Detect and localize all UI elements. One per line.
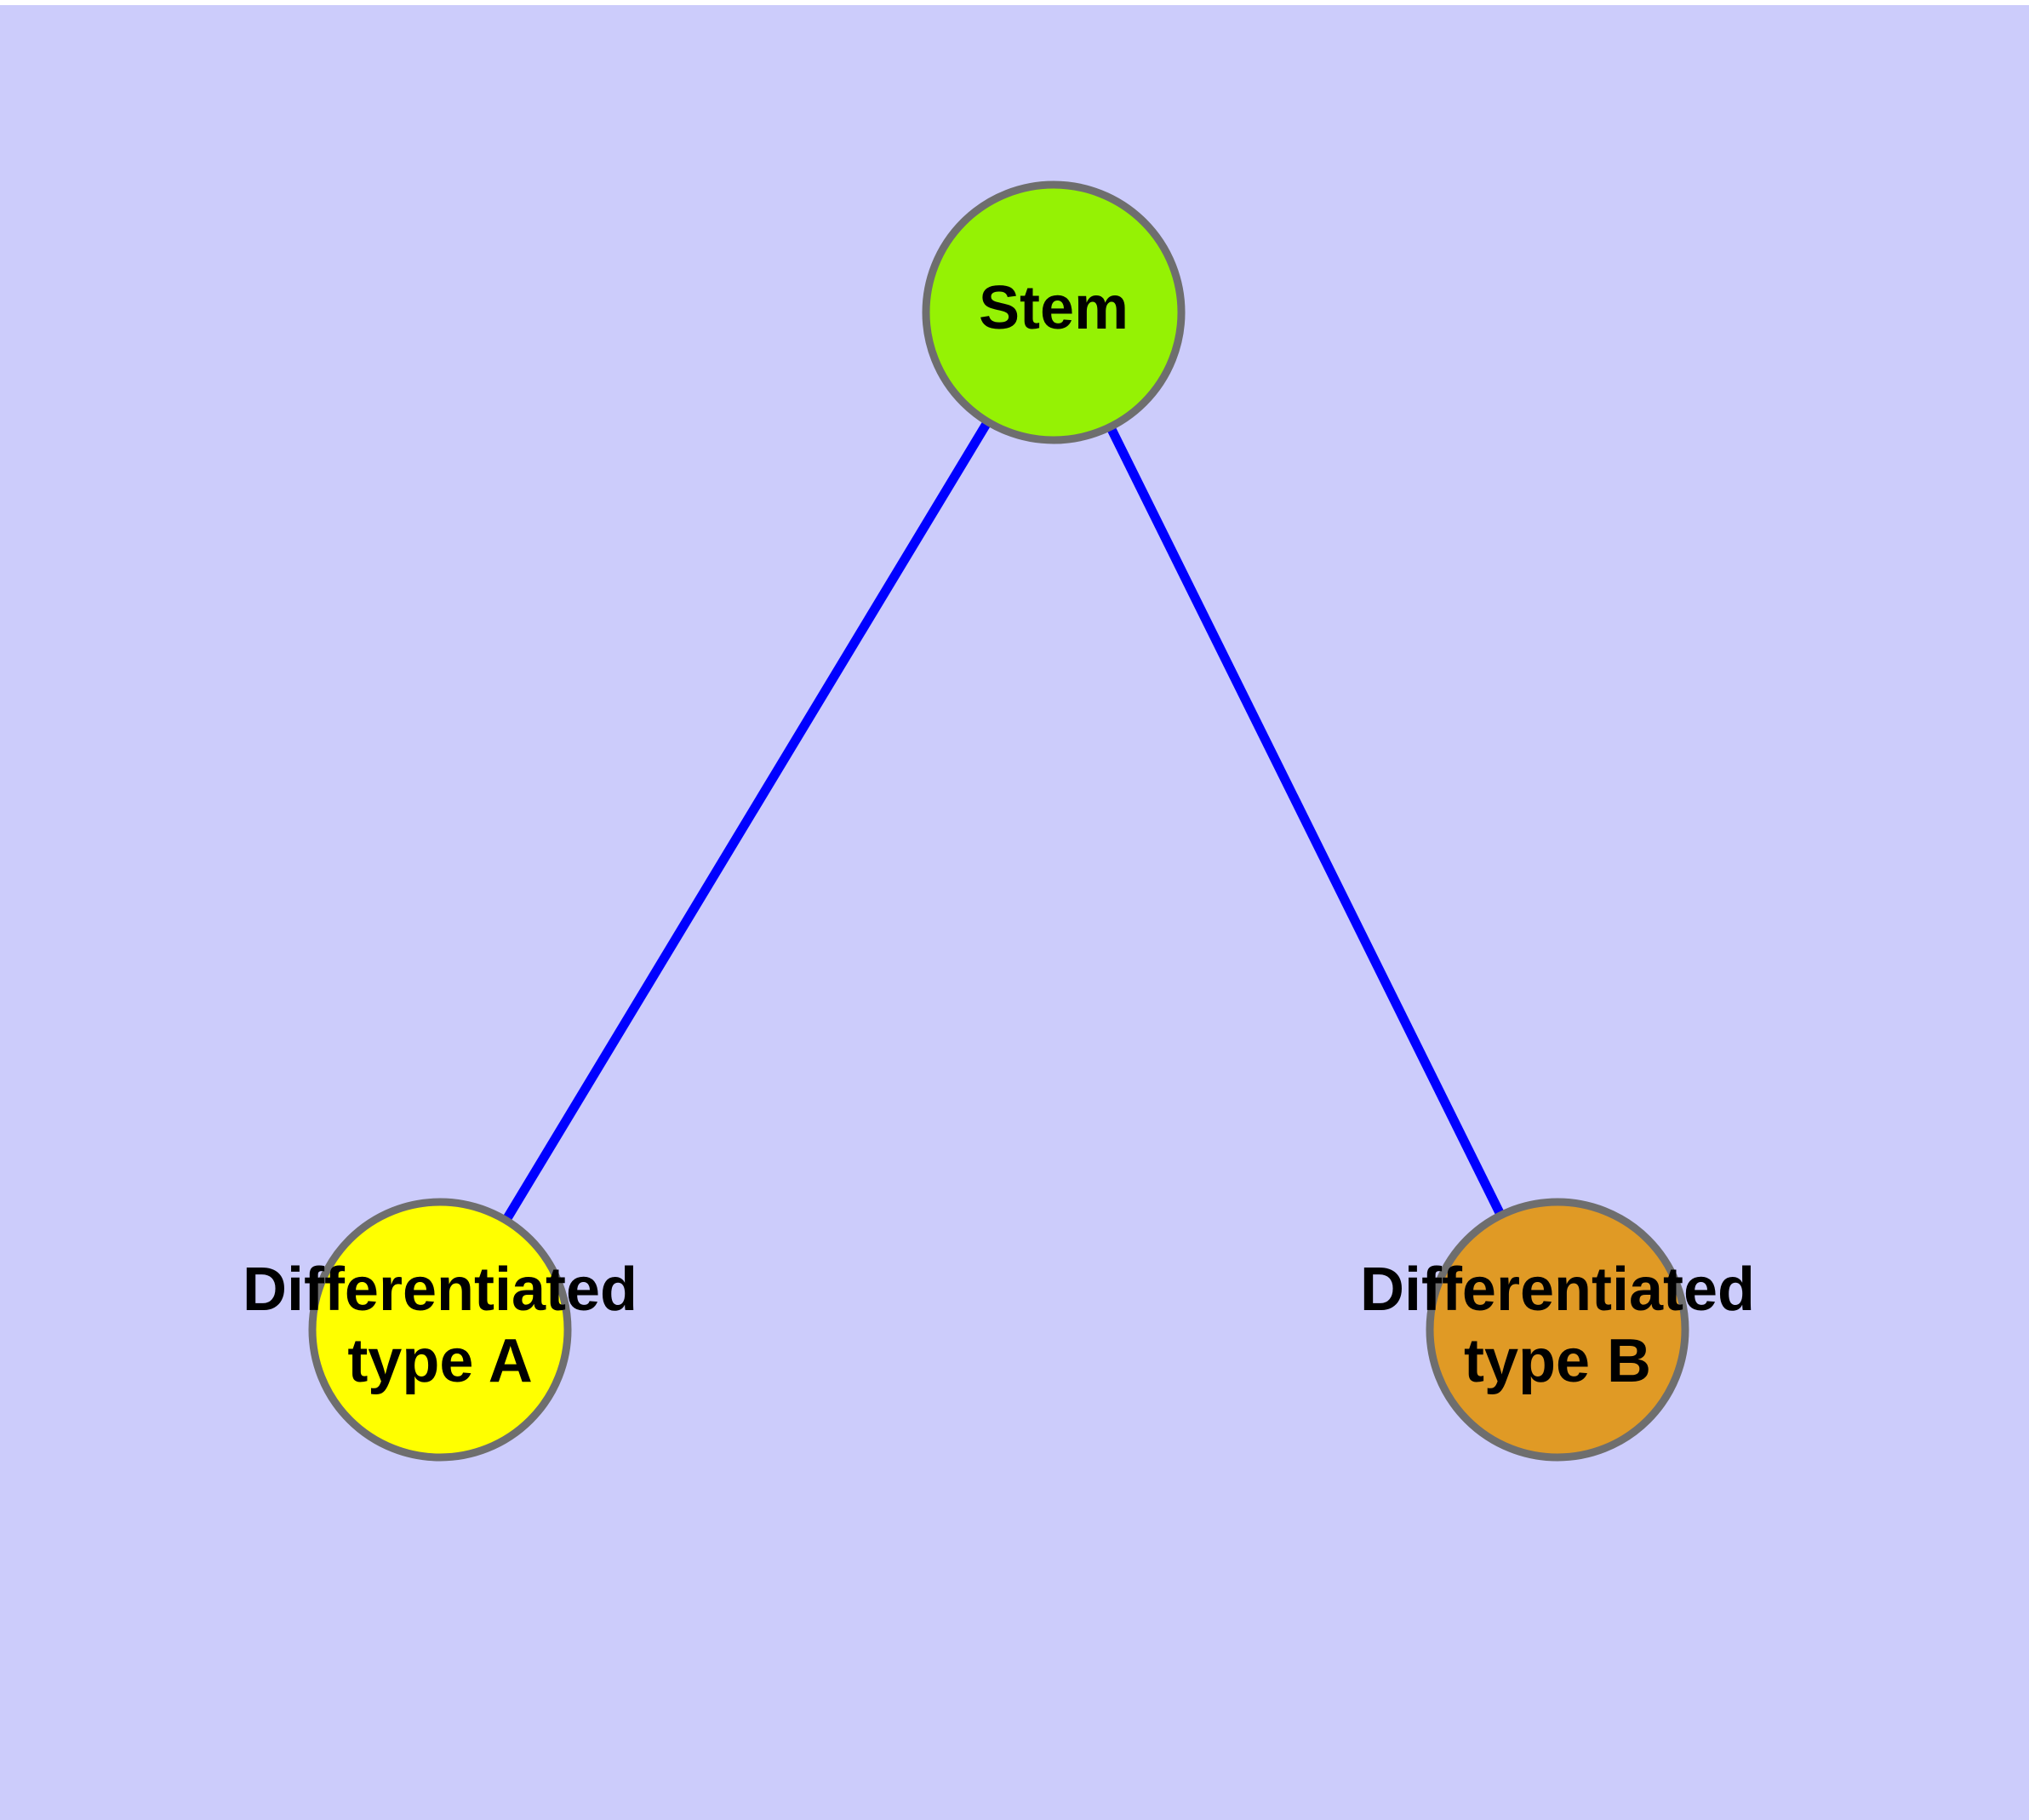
node-stem[interactable] bbox=[922, 180, 1186, 444]
edge-stem-to-differentiated-type-a[interactable] bbox=[436, 310, 1058, 1332]
node-circle-differentiated-type-a[interactable] bbox=[308, 1198, 572, 1462]
top-margin-strip bbox=[0, 0, 2029, 5]
node-differentiated-type-b[interactable] bbox=[1426, 1198, 1689, 1462]
label-layer: Differentiated type A Differentiated typ… bbox=[243, 274, 1755, 1395]
edge-stem-to-differentiated-type-b[interactable] bbox=[1049, 310, 1562, 1332]
node-circle-stem[interactable] bbox=[922, 180, 1186, 444]
node-label-stem-line1: Stem bbox=[979, 274, 1129, 342]
node-label-differentiated-type-a-line1: Differentiated bbox=[243, 1256, 637, 1324]
node-circle-differentiated-type-b[interactable] bbox=[1426, 1198, 1689, 1462]
node-layer bbox=[308, 180, 1689, 1462]
edge-layer bbox=[436, 310, 1562, 1332]
node-label-differentiated-type-a-line2: type A bbox=[347, 1327, 532, 1395]
node-label-differentiated-type-b-line2: type B bbox=[1464, 1327, 1651, 1395]
node-label-differentiated-type-b-line1: Differentiated bbox=[1360, 1256, 1755, 1324]
node-differentiated-type-a[interactable] bbox=[308, 1198, 572, 1462]
